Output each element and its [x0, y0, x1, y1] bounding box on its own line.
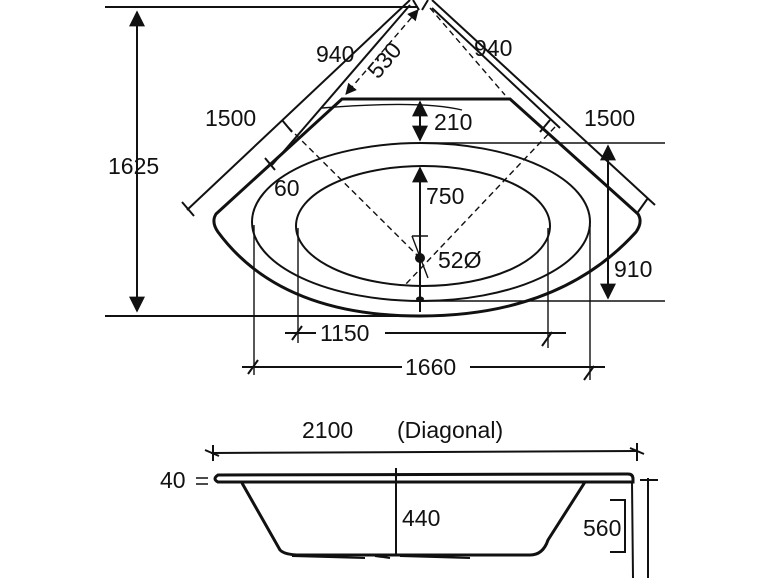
section-rim — [213, 472, 635, 484]
label-1500-right: 1500 — [584, 105, 635, 131]
label-60: 60 — [274, 175, 300, 201]
dimension-ticks — [181, 0, 649, 217]
overflow-icon — [416, 296, 424, 302]
basin-ellipse — [295, 165, 551, 287]
right-diagonal-center — [404, 126, 556, 286]
drain-symbol — [411, 235, 429, 279]
rim-thickness-mark — [196, 477, 208, 485]
label-940-right: 940 — [474, 35, 512, 61]
label-940-left: 940 — [316, 41, 354, 67]
upper-rim-curve — [321, 103, 463, 111]
right-inner-dimension-line — [431, 7, 561, 129]
diagonal-ticks — [204, 443, 645, 461]
label-1625: 1625 — [108, 153, 159, 179]
section-basin — [240, 481, 587, 557]
label-530: 530 — [362, 37, 407, 83]
skirt-dimension — [610, 481, 634, 578]
section-view: 2100 (Diagonal) 40 440 560 — [160, 417, 658, 578]
bath-outline — [212, 97, 642, 318]
label-440: 440 — [402, 505, 440, 531]
label-40: 40 — [160, 467, 186, 493]
corner-depth-line — [345, 9, 419, 95]
corner-right-dashed — [429, 7, 506, 96]
total-height-line — [640, 478, 658, 578]
label-52-diameter: 52Ø — [438, 247, 482, 273]
label-1500-left: 1500 — [205, 105, 256, 131]
label-210: 210 — [434, 109, 472, 135]
label-1150: 1150 — [320, 320, 369, 346]
left-diagonal-center — [287, 126, 421, 259]
label-560: 560 — [583, 515, 621, 541]
label-2100: 2100 — [302, 417, 353, 443]
right-outer-dimension-line — [431, 0, 656, 206]
plan-view: 1625 940 940 530 1500 1500 210 60 750 52… — [105, 0, 665, 381]
diagonal-dimension-line — [210, 450, 638, 454]
width-ticks — [247, 325, 595, 381]
label-750: 750 — [426, 183, 464, 209]
label-910: 910 — [614, 256, 652, 282]
label-diagonal: (Diagonal) — [397, 417, 503, 443]
left-inner-dimension-line — [271, 4, 411, 166]
label-1660: 1660 — [405, 354, 456, 380]
section-feet — [291, 555, 471, 559]
